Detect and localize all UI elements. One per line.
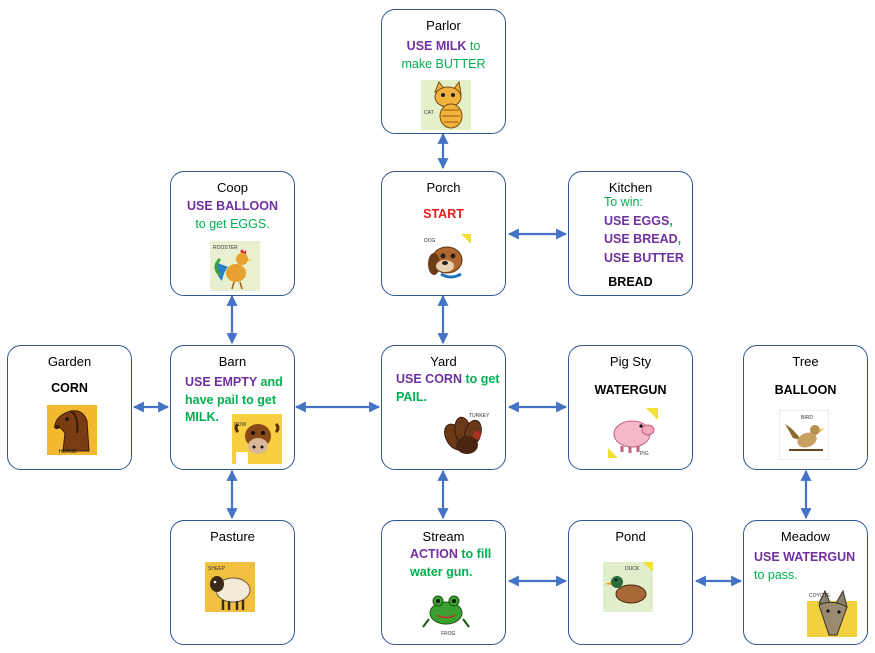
cat-icon: CAT: [421, 80, 471, 130]
room-description: USE MILK to make BUTTER: [401, 39, 486, 71]
svg-text:HORSE: HORSE: [59, 449, 77, 455]
turkey-icon: TURKEY: [441, 409, 491, 459]
room-garden[interactable]: Garden CORN HORSE: [7, 345, 132, 470]
room-description: USE WATERGUN to pass.: [754, 550, 856, 582]
room-title: Meadow: [780, 529, 831, 544]
start-label: START: [423, 207, 464, 221]
room-title: Kitchen: [608, 180, 653, 195]
room-title: Tree: [792, 354, 819, 369]
dog-icon: DOG: [421, 234, 471, 284]
svg-text:COW: COW: [234, 422, 247, 428]
room-pasture[interactable]: Pasture SHEEP: [170, 520, 295, 645]
room-title: Pig Sty: [609, 354, 652, 369]
room-title: Yard: [430, 354, 457, 369]
room-parlor[interactable]: Parlor USE MILK to make BUTTER CAT: [381, 9, 506, 134]
room-description: ACTION to fill water gun.: [410, 547, 492, 579]
svg-text:CAT: CAT: [424, 110, 434, 116]
bird-icon: BIRD: [779, 410, 829, 460]
svg-text:SHEEP: SHEEP: [208, 566, 226, 572]
room-stream[interactable]: Stream ACTION to fill water gun. FROG: [381, 520, 506, 645]
item-label: WATERGUN: [594, 383, 667, 397]
room-kitchen[interactable]: Kitchen To win: USE EGGS, USE BREAD, USE…: [568, 171, 693, 296]
svg-text:BIRD: BIRD: [801, 415, 813, 421]
room-description: USE CORN to get PAIL.: [396, 372, 500, 404]
horse-icon: HORSE: [47, 405, 97, 455]
cow-icon: COW: [232, 414, 282, 464]
room-coop[interactable]: Coop USE BALLOON to get EGGS. ROOSTER: [170, 171, 295, 296]
coyote-icon: COYOTE: [807, 587, 857, 637]
room-title: Parlor: [426, 18, 461, 33]
frog-icon: FROG: [421, 587, 471, 637]
svg-text:TURKEY: TURKEY: [469, 413, 490, 419]
room-title: Coop: [216, 180, 249, 195]
svg-text:DUCK: DUCK: [625, 566, 640, 572]
item-label: CORN: [51, 381, 88, 395]
svg-text:FROG: FROG: [441, 631, 456, 637]
room-description: USE BALLOON to get EGGS.: [187, 199, 278, 231]
room-title: Barn: [218, 354, 247, 369]
room-title: Pasture: [210, 529, 255, 544]
room-porch[interactable]: Porch START DOG: [381, 171, 506, 296]
item-label: BALLOON: [774, 383, 837, 397]
pig-icon: PIG: [608, 408, 658, 458]
room-yard[interactable]: Yard USE CORN to get PAIL. TURKEY: [381, 345, 506, 470]
room-meadow[interactable]: Meadow USE WATERGUN to pass. COYOTE: [743, 520, 868, 645]
room-title: Pond: [615, 529, 646, 544]
room-description: USE EMPTY and have pail to get MILK.: [185, 375, 283, 424]
room-title: Stream: [422, 529, 465, 544]
room-pond[interactable]: Pond DUCK: [568, 520, 693, 645]
room-description: To win: USE EGGS, USE BREAD, USE BUTTER: [604, 195, 684, 265]
svg-text:COYOTE: COYOTE: [809, 593, 831, 599]
item-label: BREAD: [608, 275, 653, 289]
room-barn[interactable]: Barn USE EMPTY and have pail to get MILK…: [170, 345, 295, 470]
rooster-icon: ROOSTER: [210, 241, 260, 291]
room-tree[interactable]: Tree BALLOON BIRD: [743, 345, 868, 470]
svg-text:DOG: DOG: [424, 238, 436, 244]
room-pigsty[interactable]: Pig Sty WATERGUN PIG: [568, 345, 693, 470]
room-title: Porch: [426, 180, 461, 195]
svg-text:ROOSTER: ROOSTER: [213, 245, 238, 251]
duck-icon: DUCK: [603, 562, 653, 612]
sheep-icon: SHEEP: [205, 562, 255, 612]
room-title: Garden: [47, 354, 92, 369]
svg-text:PIG: PIG: [640, 451, 649, 457]
